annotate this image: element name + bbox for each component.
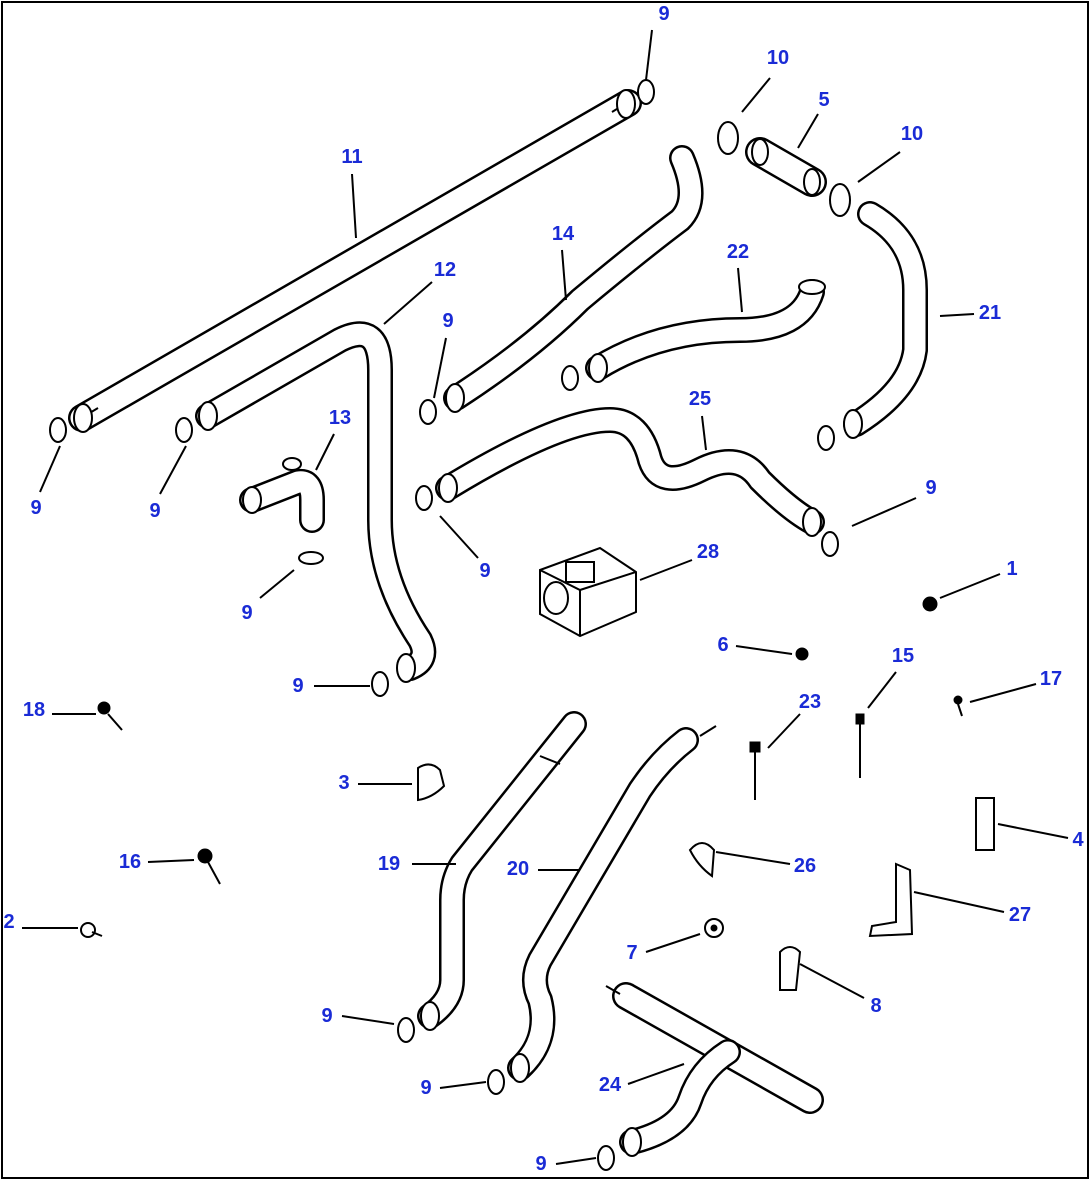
pipe-5 <box>745 137 827 197</box>
callout-28: 28 <box>696 541 720 563</box>
callout-7: 7 <box>626 942 638 964</box>
callout-2: 2 <box>3 911 15 933</box>
callout-25: 25 <box>688 388 712 410</box>
callout-leaders <box>22 29 1069 1165</box>
callout-9: 9 <box>925 477 937 499</box>
callout-20: 20 <box>506 858 530 880</box>
callout-23: 23 <box>798 691 822 713</box>
callout-4: 4 <box>1072 829 1084 851</box>
callout-19: 19 <box>377 853 401 875</box>
callout-9: 9 <box>241 602 253 624</box>
callout-9: 9 <box>479 560 491 582</box>
callout-9: 9 <box>321 1005 333 1027</box>
callout-6: 6 <box>717 634 729 656</box>
pipe-25 <box>435 407 825 535</box>
pipe-12 <box>195 321 437 681</box>
bracket-28 <box>539 546 637 638</box>
callout-9: 9 <box>30 497 42 519</box>
tee-24 <box>605 982 824 1155</box>
callout-8: 8 <box>870 995 882 1017</box>
pipe-14 <box>443 145 704 411</box>
callout-9: 9 <box>420 1077 432 1099</box>
callout-26: 26 <box>793 855 817 877</box>
callout-5: 5 <box>818 89 830 111</box>
callout-21: 21 <box>978 302 1002 324</box>
callout-15: 15 <box>891 645 915 667</box>
elbow-13 <box>239 457 325 565</box>
callout-9: 9 <box>442 310 454 332</box>
callout-27: 27 <box>1008 904 1032 926</box>
hose-clamps <box>73 89 863 1157</box>
callout-10: 10 <box>766 47 790 69</box>
callout-3: 3 <box>338 772 350 794</box>
pipe-19 <box>417 711 587 1029</box>
callout-9: 9 <box>535 1153 547 1175</box>
pipe-21 <box>843 201 928 437</box>
callout-10: 10 <box>900 123 924 145</box>
callout-12: 12 <box>433 259 457 281</box>
callout-1: 1 <box>1006 558 1018 580</box>
pipe-20 <box>507 725 717 1081</box>
hardware <box>80 596 995 991</box>
callout-14: 14 <box>551 223 575 245</box>
callout-17: 17 <box>1039 668 1063 690</box>
callout-22: 22 <box>726 241 750 263</box>
callout-24: 24 <box>598 1074 622 1096</box>
callout-9: 9 <box>658 3 670 25</box>
callout-11: 11 <box>341 146 363 168</box>
callout-18: 18 <box>22 699 46 721</box>
callout-16: 16 <box>118 851 142 873</box>
callout-9: 9 <box>149 500 161 522</box>
pipe-22 <box>585 279 826 381</box>
callout-9: 9 <box>292 675 304 697</box>
callout-13: 13 <box>328 407 352 429</box>
o-rings <box>49 79 851 1171</box>
